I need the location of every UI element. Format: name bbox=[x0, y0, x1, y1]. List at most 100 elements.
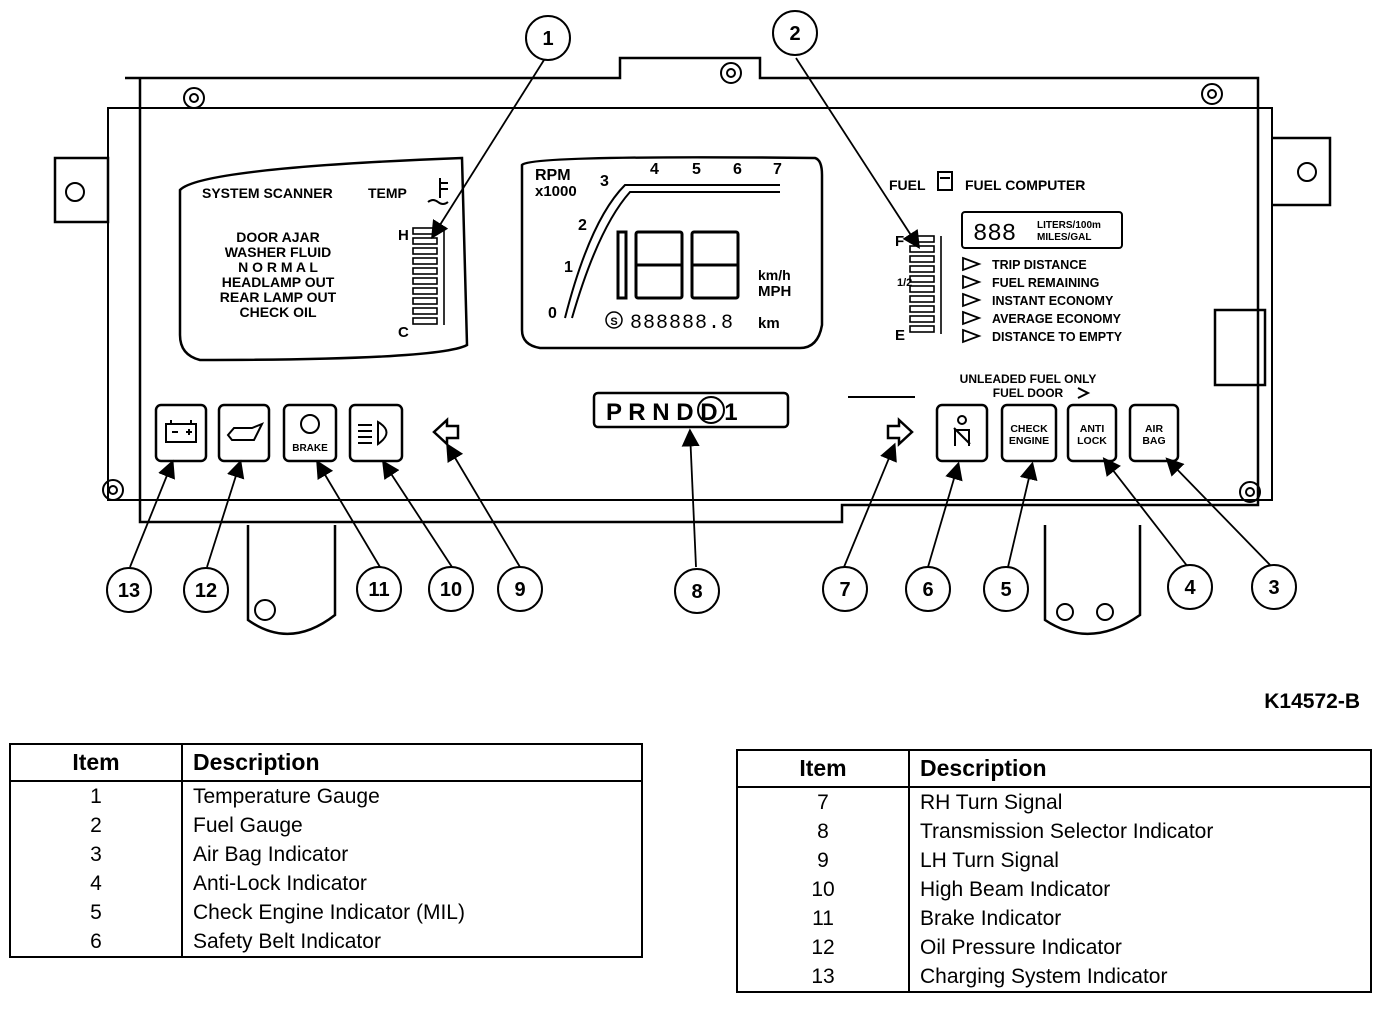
callout-7-label: 7 bbox=[839, 579, 850, 601]
rpm-tick-1: 1 bbox=[564, 259, 573, 276]
temp-h-label: H bbox=[398, 227, 409, 244]
fuel-units-line2: MILES/GAL bbox=[1037, 232, 1091, 243]
rpm-label: RPM bbox=[535, 167, 571, 184]
speedometer-panel: RPM x1000 0 1 2 3 4 5 6 7 km/h MPH S 888… bbox=[520, 156, 824, 350]
temp-gauge-bars bbox=[412, 227, 445, 325]
table-row: 9 LH Turn Signal bbox=[737, 846, 1371, 875]
fuel-computer-label: FUEL COMPUTER bbox=[965, 177, 1085, 193]
callout-10: 10 bbox=[428, 566, 474, 612]
table-row: 13 Charging System Indicator bbox=[737, 962, 1371, 992]
callout-2: 2 bbox=[772, 10, 818, 56]
legend-item-description: High Beam Indicator bbox=[920, 877, 1111, 901]
callout-1-label: 1 bbox=[542, 28, 553, 50]
callout-8: 8 bbox=[674, 568, 720, 614]
fuel-mode-3: INSTANT ECONOMY bbox=[992, 294, 1114, 308]
legend-item-number: 13 bbox=[737, 962, 910, 992]
legend-table-left: Item Description 1 Temperature Gauge 2 F… bbox=[9, 743, 643, 958]
rpm-tick-4: 4 bbox=[650, 161, 659, 178]
rpm-tick-5: 5 bbox=[692, 161, 701, 178]
high-beam-lamp bbox=[348, 403, 404, 463]
legend-item-description: Check Engine Indicator (MIL) bbox=[193, 900, 465, 924]
fuel-gauge-bars bbox=[909, 235, 942, 334]
rpm-tick-2: 2 bbox=[578, 217, 587, 234]
legend-item-number: 1 bbox=[10, 781, 183, 811]
tachometer-bar-arc bbox=[564, 184, 780, 319]
legend-item-description: RH Turn Signal bbox=[920, 790, 1063, 814]
fuel-computer-panel: FUEL FUEL COMPUTER F 1/2 E 888 LITERS/10… bbox=[889, 171, 1123, 344]
callout-5: 5 bbox=[983, 566, 1029, 612]
seat-belt-icon bbox=[953, 415, 971, 446]
scanner-message-3: N O R M A L bbox=[238, 259, 318, 275]
scanner-message-4: HEADLAMP OUT bbox=[222, 274, 335, 290]
legend-item-number: 11 bbox=[737, 904, 910, 933]
callout-11: 11 bbox=[356, 566, 402, 612]
legend-description-header: Description bbox=[182, 744, 642, 782]
odometer-s-label: S bbox=[610, 316, 617, 328]
callout-2-label: 2 bbox=[789, 23, 800, 45]
fuel-mode-4: AVERAGE ECONOMY bbox=[992, 312, 1122, 326]
temp-c-label: C bbox=[398, 324, 409, 341]
table-row: 1 Temperature Gauge bbox=[10, 781, 642, 811]
legend-item-description: Safety Belt Indicator bbox=[193, 929, 381, 953]
table-row: 3 Air Bag Indicator bbox=[10, 840, 642, 869]
callout-13: 13 bbox=[106, 567, 152, 613]
anti-lock-label-1: ANTI bbox=[1080, 423, 1105, 435]
legend-item-number: 6 bbox=[10, 927, 183, 957]
table-row: 2 Fuel Gauge bbox=[10, 811, 642, 840]
prnd-indicator-frame bbox=[592, 391, 790, 429]
rh-turn-signal-arrow-icon bbox=[886, 417, 914, 447]
callout-5-label: 5 bbox=[1000, 579, 1011, 601]
lh-turn-signal-arrow-icon bbox=[432, 417, 460, 447]
callout-12-label: 12 bbox=[195, 580, 217, 602]
legend-item-description: Air Bag Indicator bbox=[193, 842, 349, 866]
temp-label: TEMP bbox=[368, 185, 407, 201]
brake-lamp: BRAKE bbox=[282, 403, 338, 463]
battery-icon bbox=[165, 420, 197, 443]
brake-icon bbox=[300, 414, 320, 434]
table-row: 11 Brake Indicator bbox=[737, 904, 1371, 933]
scanner-message-5: REAR LAMP OUT bbox=[220, 289, 337, 305]
figure-id: K14572-B bbox=[1264, 690, 1360, 713]
legend-item-number: 9 bbox=[737, 846, 910, 875]
air-bag-lamp: AIR BAG bbox=[1128, 403, 1180, 463]
fuel-label: FUEL bbox=[889, 177, 926, 193]
legend-description-header: Description bbox=[909, 750, 1371, 788]
legend-item-description: Charging System Indicator bbox=[920, 964, 1168, 988]
legend-item-header: Item bbox=[10, 744, 183, 782]
legend-table-right: Item Description 7 RH Turn Signal 8 Tran… bbox=[736, 749, 1372, 993]
fuel-half-label: 1/2 bbox=[897, 277, 912, 289]
air-bag-label-2: BAG bbox=[1142, 435, 1165, 447]
rpm-tick-7: 7 bbox=[773, 161, 782, 178]
rpm-tick-3: 3 bbox=[600, 173, 609, 190]
prnd-selected-ring bbox=[697, 396, 725, 424]
legend-item-description: Temperature Gauge bbox=[193, 784, 380, 808]
legend-item-number: 12 bbox=[737, 933, 910, 962]
callout-6: 6 bbox=[905, 566, 951, 612]
unleaded-fuel-line2: FUEL DOOR bbox=[993, 386, 1064, 400]
rpm-tick-0: 0 bbox=[548, 305, 557, 322]
odometer-s-indicator bbox=[605, 311, 623, 329]
fuel-pump-icon bbox=[937, 171, 953, 191]
oil-pressure-lamp bbox=[217, 403, 271, 463]
unleaded-fuel-line1: UNLEADED FUEL ONLY bbox=[960, 372, 1097, 386]
table-row: 12 Oil Pressure Indicator bbox=[737, 933, 1371, 962]
callout-4: 4 bbox=[1167, 564, 1213, 610]
callout-3-label: 3 bbox=[1268, 577, 1279, 599]
check-engine-lamp: CHECK ENGINE bbox=[1000, 403, 1058, 463]
legend-item-description: Brake Indicator bbox=[920, 906, 1062, 930]
legend-item-description: Oil Pressure Indicator bbox=[920, 935, 1122, 959]
fuel-f-label: F bbox=[895, 233, 904, 250]
legend-item-number: 5 bbox=[10, 898, 183, 927]
odometer-value: 888888.8 bbox=[630, 312, 734, 335]
scanner-title: SYSTEM SCANNER bbox=[202, 185, 333, 201]
callout-6-label: 6 bbox=[922, 579, 933, 601]
legend-item-number: 10 bbox=[737, 875, 910, 904]
fuel-mode-5: DISTANCE TO EMPTY bbox=[992, 330, 1123, 344]
safety-belt-lamp bbox=[935, 403, 989, 463]
table-row: 5 Check Engine Indicator (MIL) bbox=[10, 898, 642, 927]
cluster-housing bbox=[53, 56, 1332, 636]
instrument-cluster-diagram: SYSTEM SCANNER TEMP DOOR AJAR WASHER FLU… bbox=[53, 10, 1332, 636]
legend-item-number: 2 bbox=[10, 811, 183, 840]
kmh-label: km/h bbox=[758, 267, 791, 283]
legend-item-number: 4 bbox=[10, 869, 183, 898]
